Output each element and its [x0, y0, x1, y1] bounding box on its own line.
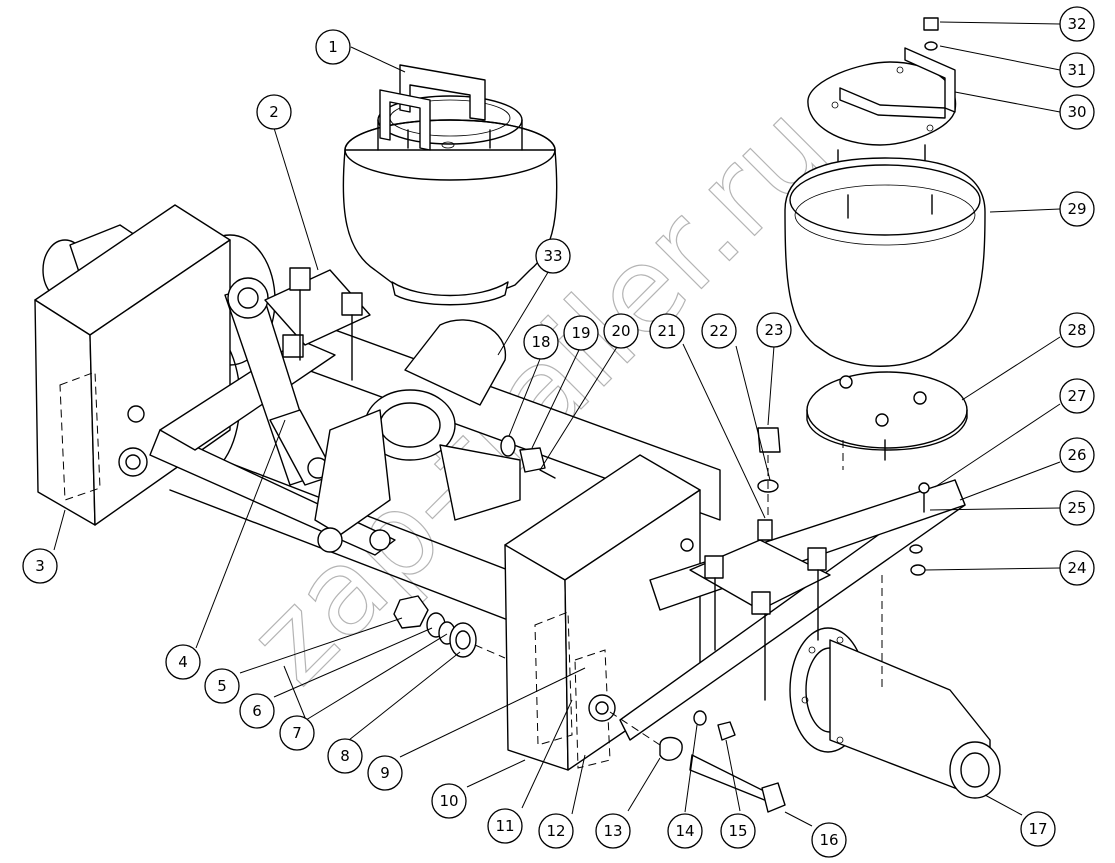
svg-text:7: 7 [292, 724, 302, 742]
svg-text:26: 26 [1067, 446, 1086, 464]
svg-text:8: 8 [340, 747, 350, 765]
svg-text:10: 10 [439, 792, 458, 810]
callout-6: 6 [239, 693, 275, 729]
callout-21: 21 [649, 313, 685, 349]
svg-text:15: 15 [728, 822, 747, 840]
svg-text:21: 21 [657, 322, 676, 340]
svg-text:19: 19 [571, 324, 590, 342]
svg-text:16: 16 [819, 831, 838, 849]
svg-text:4: 4 [178, 653, 188, 671]
callout-8: 8 [327, 738, 363, 774]
callout-23: 23 [756, 312, 792, 348]
small-parts [393, 17, 939, 813]
callout-27: 27 [1059, 378, 1095, 414]
air-spring-left [342, 64, 558, 306]
hanger-bracket-right [504, 454, 701, 771]
svg-text:28: 28 [1067, 321, 1086, 339]
svg-text:20: 20 [611, 322, 630, 340]
callout-20: 20 [603, 313, 639, 349]
callout-30: 30 [1059, 94, 1095, 130]
svg-text:9: 9 [380, 764, 390, 782]
leader-lines [53, 21, 1061, 827]
svg-text:12: 12 [546, 822, 565, 840]
callout-3: 3 [22, 548, 58, 584]
callout-33: 33 [535, 238, 571, 274]
u-bolt-clamp-right [689, 519, 831, 701]
callout-5: 5 [204, 668, 240, 704]
svg-text:17: 17 [1028, 820, 1047, 838]
svg-text:11: 11 [495, 817, 514, 835]
callout-9: 9 [367, 755, 403, 791]
callout-17: 17 [1020, 811, 1056, 847]
callout-11: 11 [487, 808, 523, 844]
svg-text:18: 18 [531, 333, 550, 351]
svg-text:13: 13 [603, 822, 622, 840]
callout-1: 1 [315, 29, 351, 65]
svg-text:25: 25 [1067, 499, 1086, 517]
callout-18: 18 [523, 324, 559, 360]
brake-chamber [314, 319, 521, 553]
callout-2: 2 [256, 94, 292, 130]
svg-text:1: 1 [328, 38, 338, 56]
callout-24: 24 [1059, 550, 1095, 586]
svg-text:22: 22 [709, 322, 728, 340]
svg-text:31: 31 [1067, 61, 1086, 79]
callout-15: 15 [720, 813, 756, 849]
callout-28: 28 [1059, 312, 1095, 348]
svg-text:5: 5 [217, 677, 227, 695]
svg-text:3: 3 [35, 557, 45, 575]
callout-29: 29 [1059, 191, 1095, 227]
svg-text:27: 27 [1067, 387, 1086, 405]
callout-7: 7 [279, 715, 315, 751]
callout-16: 16 [811, 822, 847, 858]
callout-25: 25 [1059, 490, 1095, 526]
callout-32: 32 [1059, 6, 1095, 42]
callout-12: 12 [538, 813, 574, 849]
svg-text:30: 30 [1067, 103, 1086, 121]
air-spring-right [784, 47, 986, 470]
svg-text:6: 6 [252, 702, 262, 720]
svg-text:2: 2 [269, 103, 279, 121]
callout-13: 13 [595, 813, 631, 849]
callout-14: 14 [667, 813, 703, 849]
callout-4: 4 [165, 644, 201, 680]
svg-text:29: 29 [1067, 200, 1086, 218]
svg-text:33: 33 [543, 247, 562, 265]
svg-text:14: 14 [675, 822, 694, 840]
callout-26: 26 [1059, 437, 1095, 473]
svg-text:32: 32 [1067, 15, 1086, 33]
callout-22: 22 [701, 313, 737, 349]
svg-text:24: 24 [1067, 559, 1086, 577]
callout-10: 10 [431, 783, 467, 819]
callout-31: 31 [1059, 52, 1095, 88]
u-bolt-clamp-left [264, 267, 371, 381]
svg-text:23: 23 [764, 321, 783, 339]
callout-19: 19 [563, 315, 599, 351]
